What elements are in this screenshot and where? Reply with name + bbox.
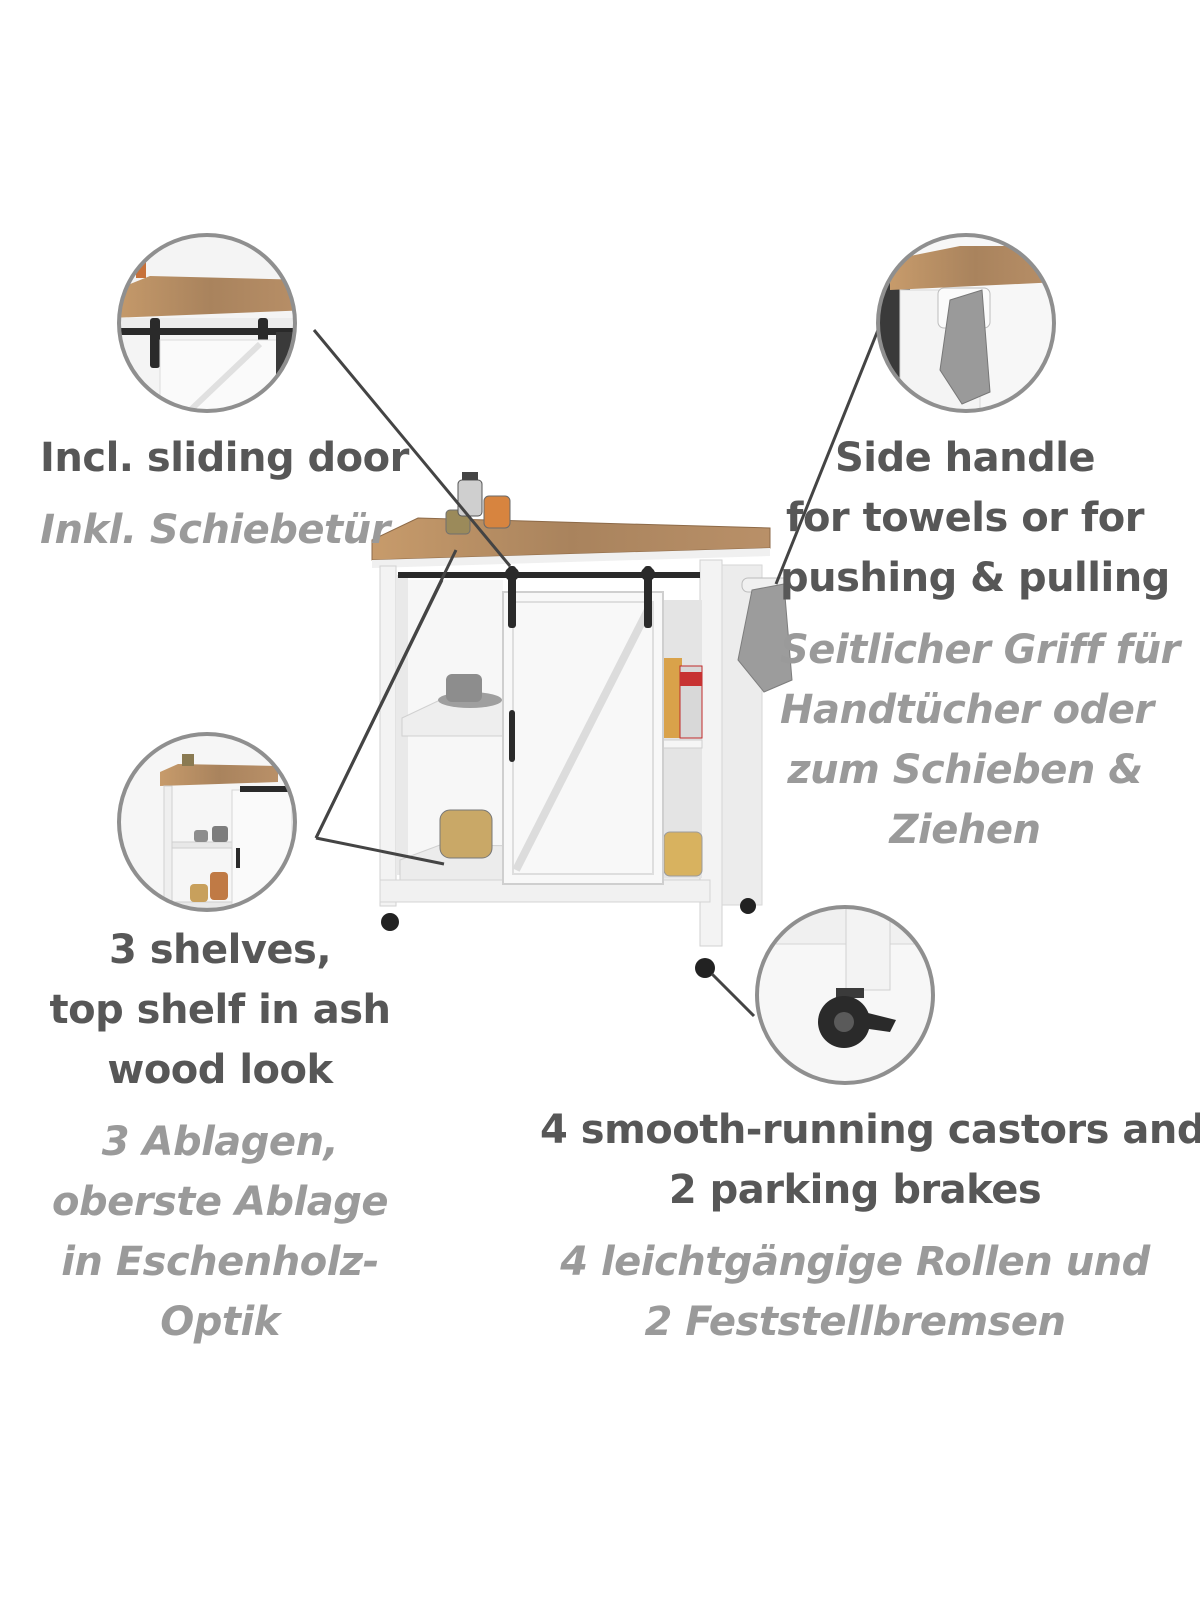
callout-sliding-door: Incl. sliding door Inkl. Schiebetür <box>40 428 409 560</box>
jar-orange <box>483 495 511 529</box>
castors <box>381 898 756 978</box>
door-handle <box>509 710 515 762</box>
castors-en-line-1: 4 smooth-running castors and <box>540 1107 1200 1153</box>
towel <box>737 583 793 693</box>
shelves-en-line-3: wood look <box>107 1047 333 1093</box>
shelves-de-line-4: Optik <box>160 1299 280 1345</box>
castors-de-line-1: 4 leichtgängige Rollen und <box>560 1239 1150 1285</box>
sliding-door-de-line-1: Inkl. Schiebetür <box>40 507 390 553</box>
side-handle-de-line-3: zum Schieben & <box>787 747 1143 793</box>
shelves-title-de: 3 Ablagen, oberste Ablage in Eschenholz-… <box>40 1112 400 1352</box>
shelves-en-line-1: 3 shelves, <box>108 927 332 973</box>
sliding-rail <box>398 572 700 578</box>
castors-en-line-2: 2 parking brakes <box>668 1167 1042 1213</box>
detail-circle-sliding-door <box>117 233 297 413</box>
sliding-door-en-line-1: Incl. sliding door <box>40 435 409 481</box>
side-handle-title-en: Side handle for towels or for pushing & … <box>780 428 1170 608</box>
shelves-title-en: 3 shelves, top shelf in ash wood look <box>40 920 400 1100</box>
side-handle-de-line-4: Ziehen <box>889 807 1041 853</box>
detail-circle-side-handle <box>876 233 1056 413</box>
side-handle-en-line-3: pushing & pulling <box>780 555 1170 601</box>
callout-side-handle: Side handle for towels or for pushing & … <box>780 428 1180 860</box>
kitchen-cart <box>371 472 793 978</box>
pointer-lines <box>312 329 880 1018</box>
detail-circle-castor <box>755 905 935 1085</box>
side-handle-en-line-2: for towels or for <box>786 495 1144 541</box>
shelves-de-line-1: 3 Ablagen, <box>101 1119 339 1165</box>
jar-tall <box>457 479 483 517</box>
detail-circle-shelves <box>117 732 297 912</box>
shelves-de-line-3: in Eschenholz- <box>61 1239 379 1285</box>
castors-title-de: 4 leichtgängige Rollen und 2 Feststellbr… <box>540 1232 1170 1352</box>
castors-title-en: 4 smooth-running castors and 2 parking b… <box>540 1100 1200 1220</box>
wooden-top <box>371 517 771 561</box>
cup <box>446 674 482 702</box>
jar-bottom <box>439 809 493 859</box>
callout-castors: 4 smooth-running castors and 2 parking b… <box>540 1100 1200 1352</box>
side-handle-title-de: Seitlicher Griff für Handtücher oder zum… <box>780 620 1180 860</box>
shelves-en-line-2: top shelf in ash <box>49 987 391 1033</box>
side-handle-de-line-2: Handtücher oder <box>780 687 1154 733</box>
shelves-de-line-2: oberste Ablage <box>51 1179 389 1225</box>
side-handle-de-line-1: Seitlicher Griff für <box>780 627 1180 673</box>
castors-de-line-2: 2 Feststellbremsen <box>644 1299 1066 1345</box>
sliding-door-title-en: Incl. sliding door <box>40 428 409 488</box>
side-handle-en-line-1: Side handle <box>834 435 1096 481</box>
callout-shelves: 3 shelves, top shelf in ash wood look 3 … <box>40 920 400 1352</box>
sliding-door-title-de: Inkl. Schiebetür <box>40 500 390 560</box>
